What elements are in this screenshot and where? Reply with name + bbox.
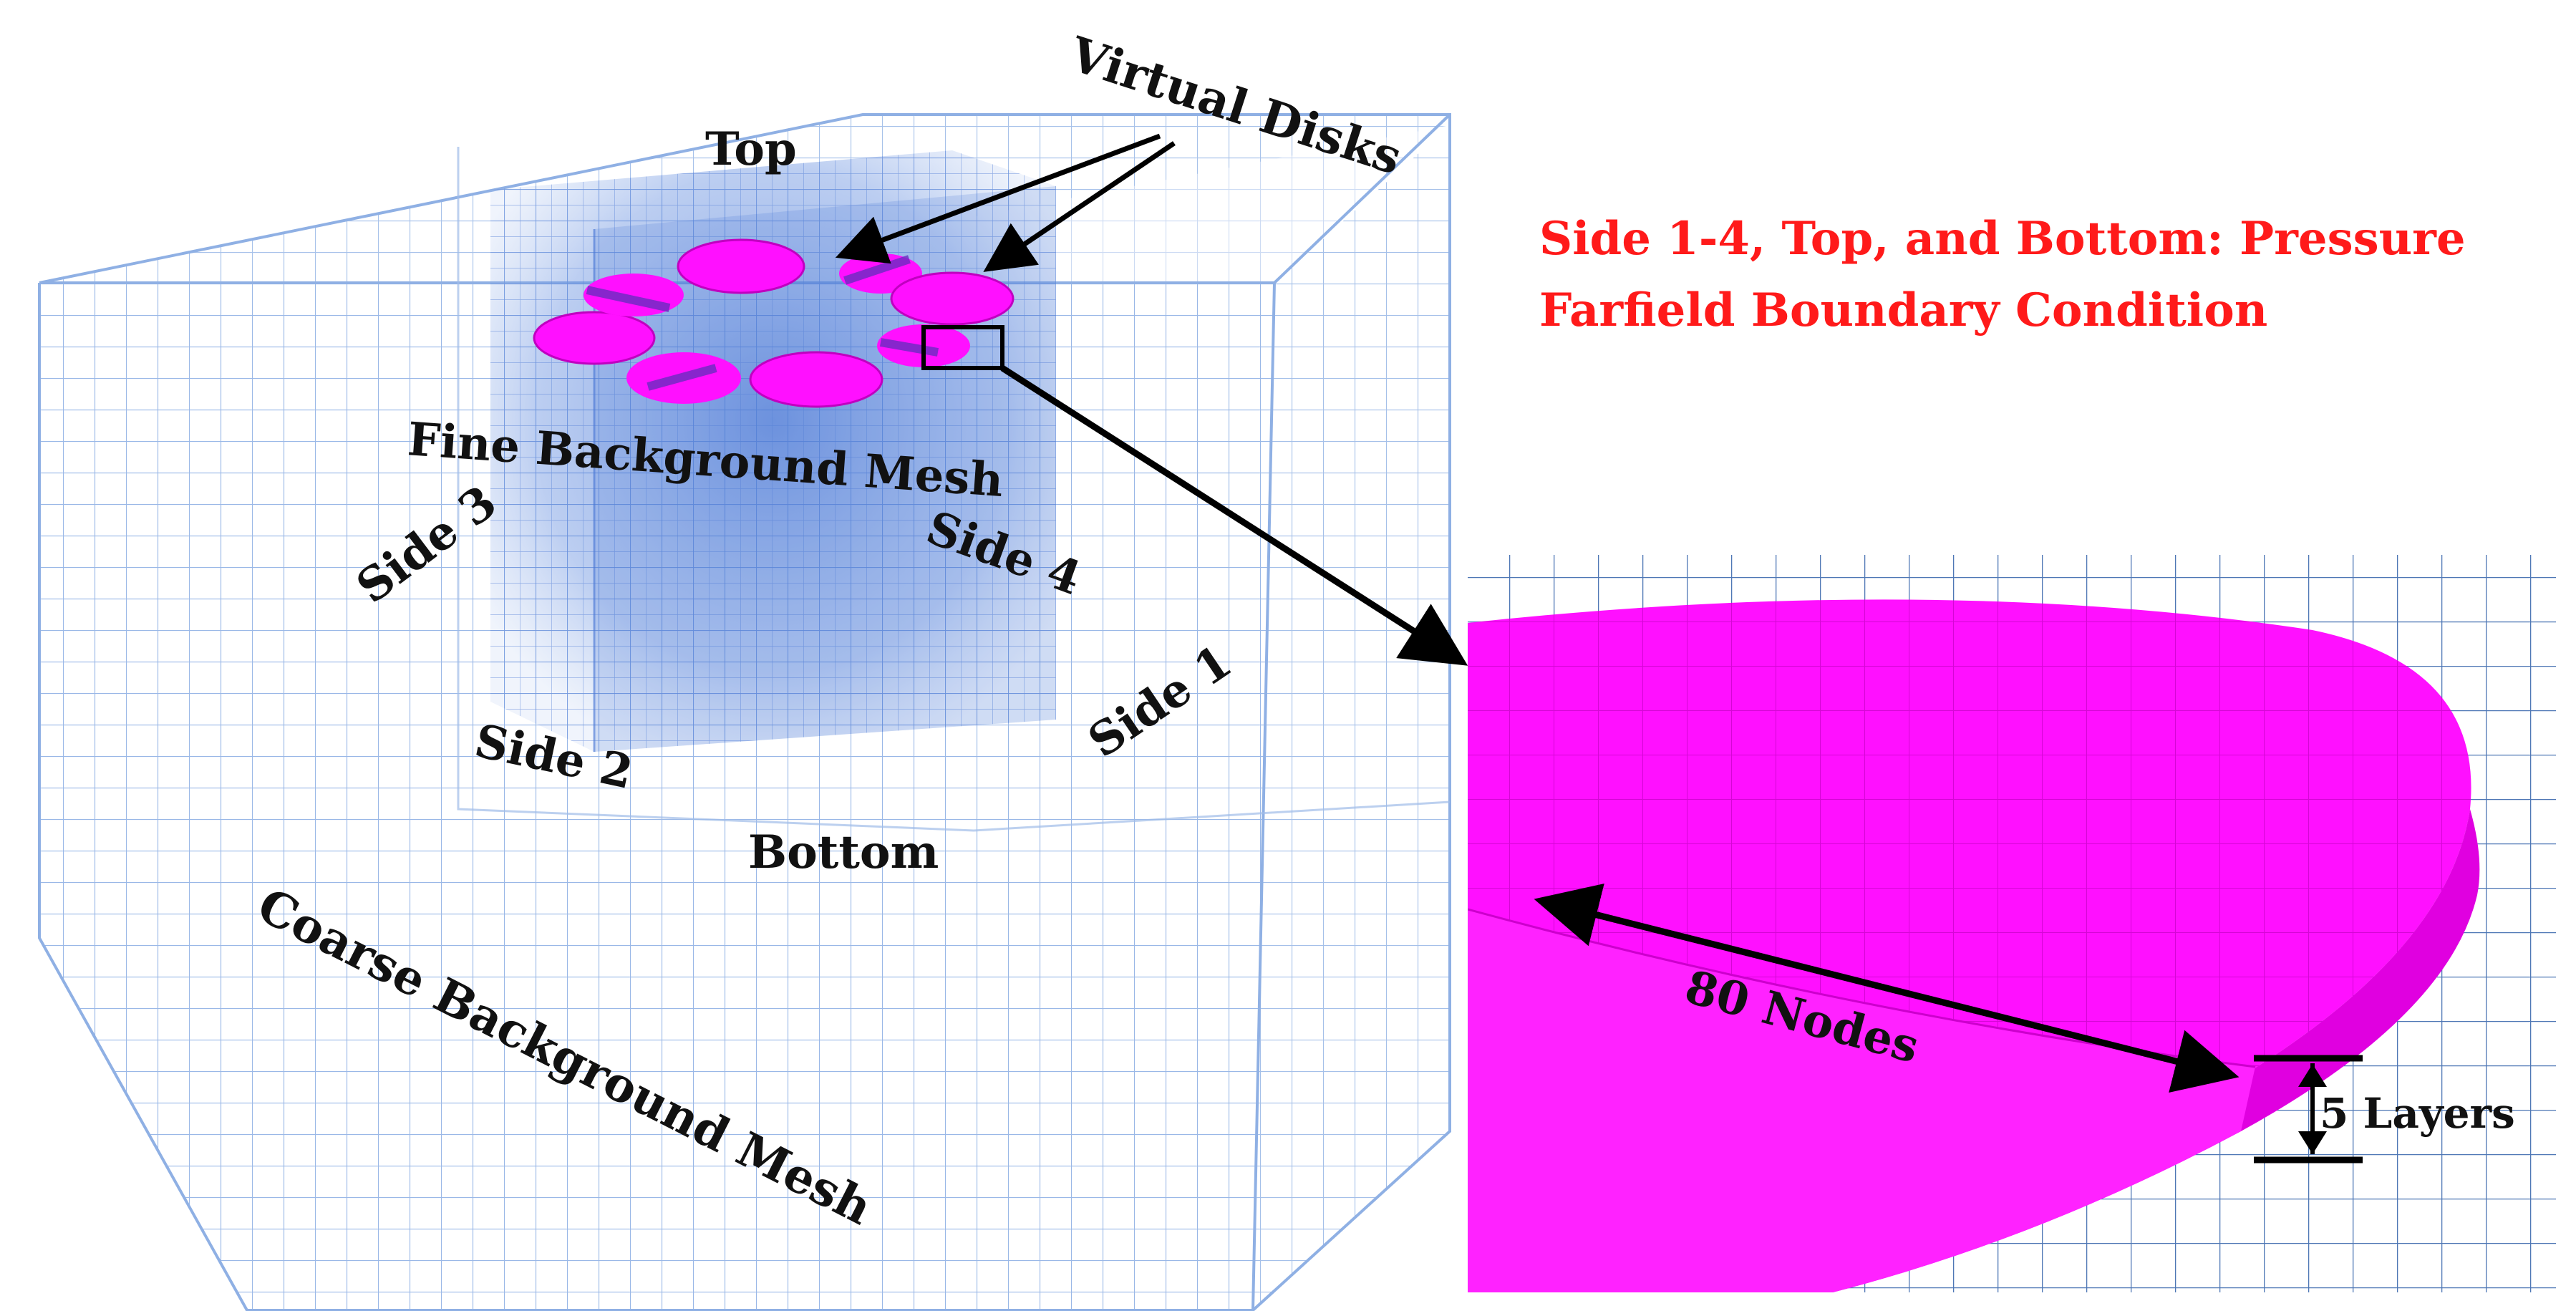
virtual-disks-arrows	[835, 133, 1176, 272]
label-top: Top	[705, 122, 797, 176]
virtual-disk	[533, 311, 656, 365]
virtual-disk	[584, 274, 684, 316]
layers-dimension	[2254, 1055, 2363, 1164]
zoom-highlight-box	[921, 325, 1004, 370]
bc-text-line-1: Side 1-4, Top, and Bottom: Pressure	[1539, 212, 2466, 266]
zoom-arrow	[1000, 365, 1468, 666]
virtual-disk	[677, 238, 805, 294]
zoom-panel	[1468, 555, 2556, 1292]
virtual-disk	[890, 271, 1015, 326]
label-bottom: Bottom	[748, 826, 939, 879]
virtual-disk	[749, 351, 883, 408]
label-5-layers: 5 Layers	[2320, 1089, 2515, 1138]
virtual-disk	[626, 352, 741, 404]
nodes-dimension-arrow	[1534, 884, 2240, 1093]
bc-text-line-2: Farfield Boundary Condition	[1539, 284, 2267, 337]
